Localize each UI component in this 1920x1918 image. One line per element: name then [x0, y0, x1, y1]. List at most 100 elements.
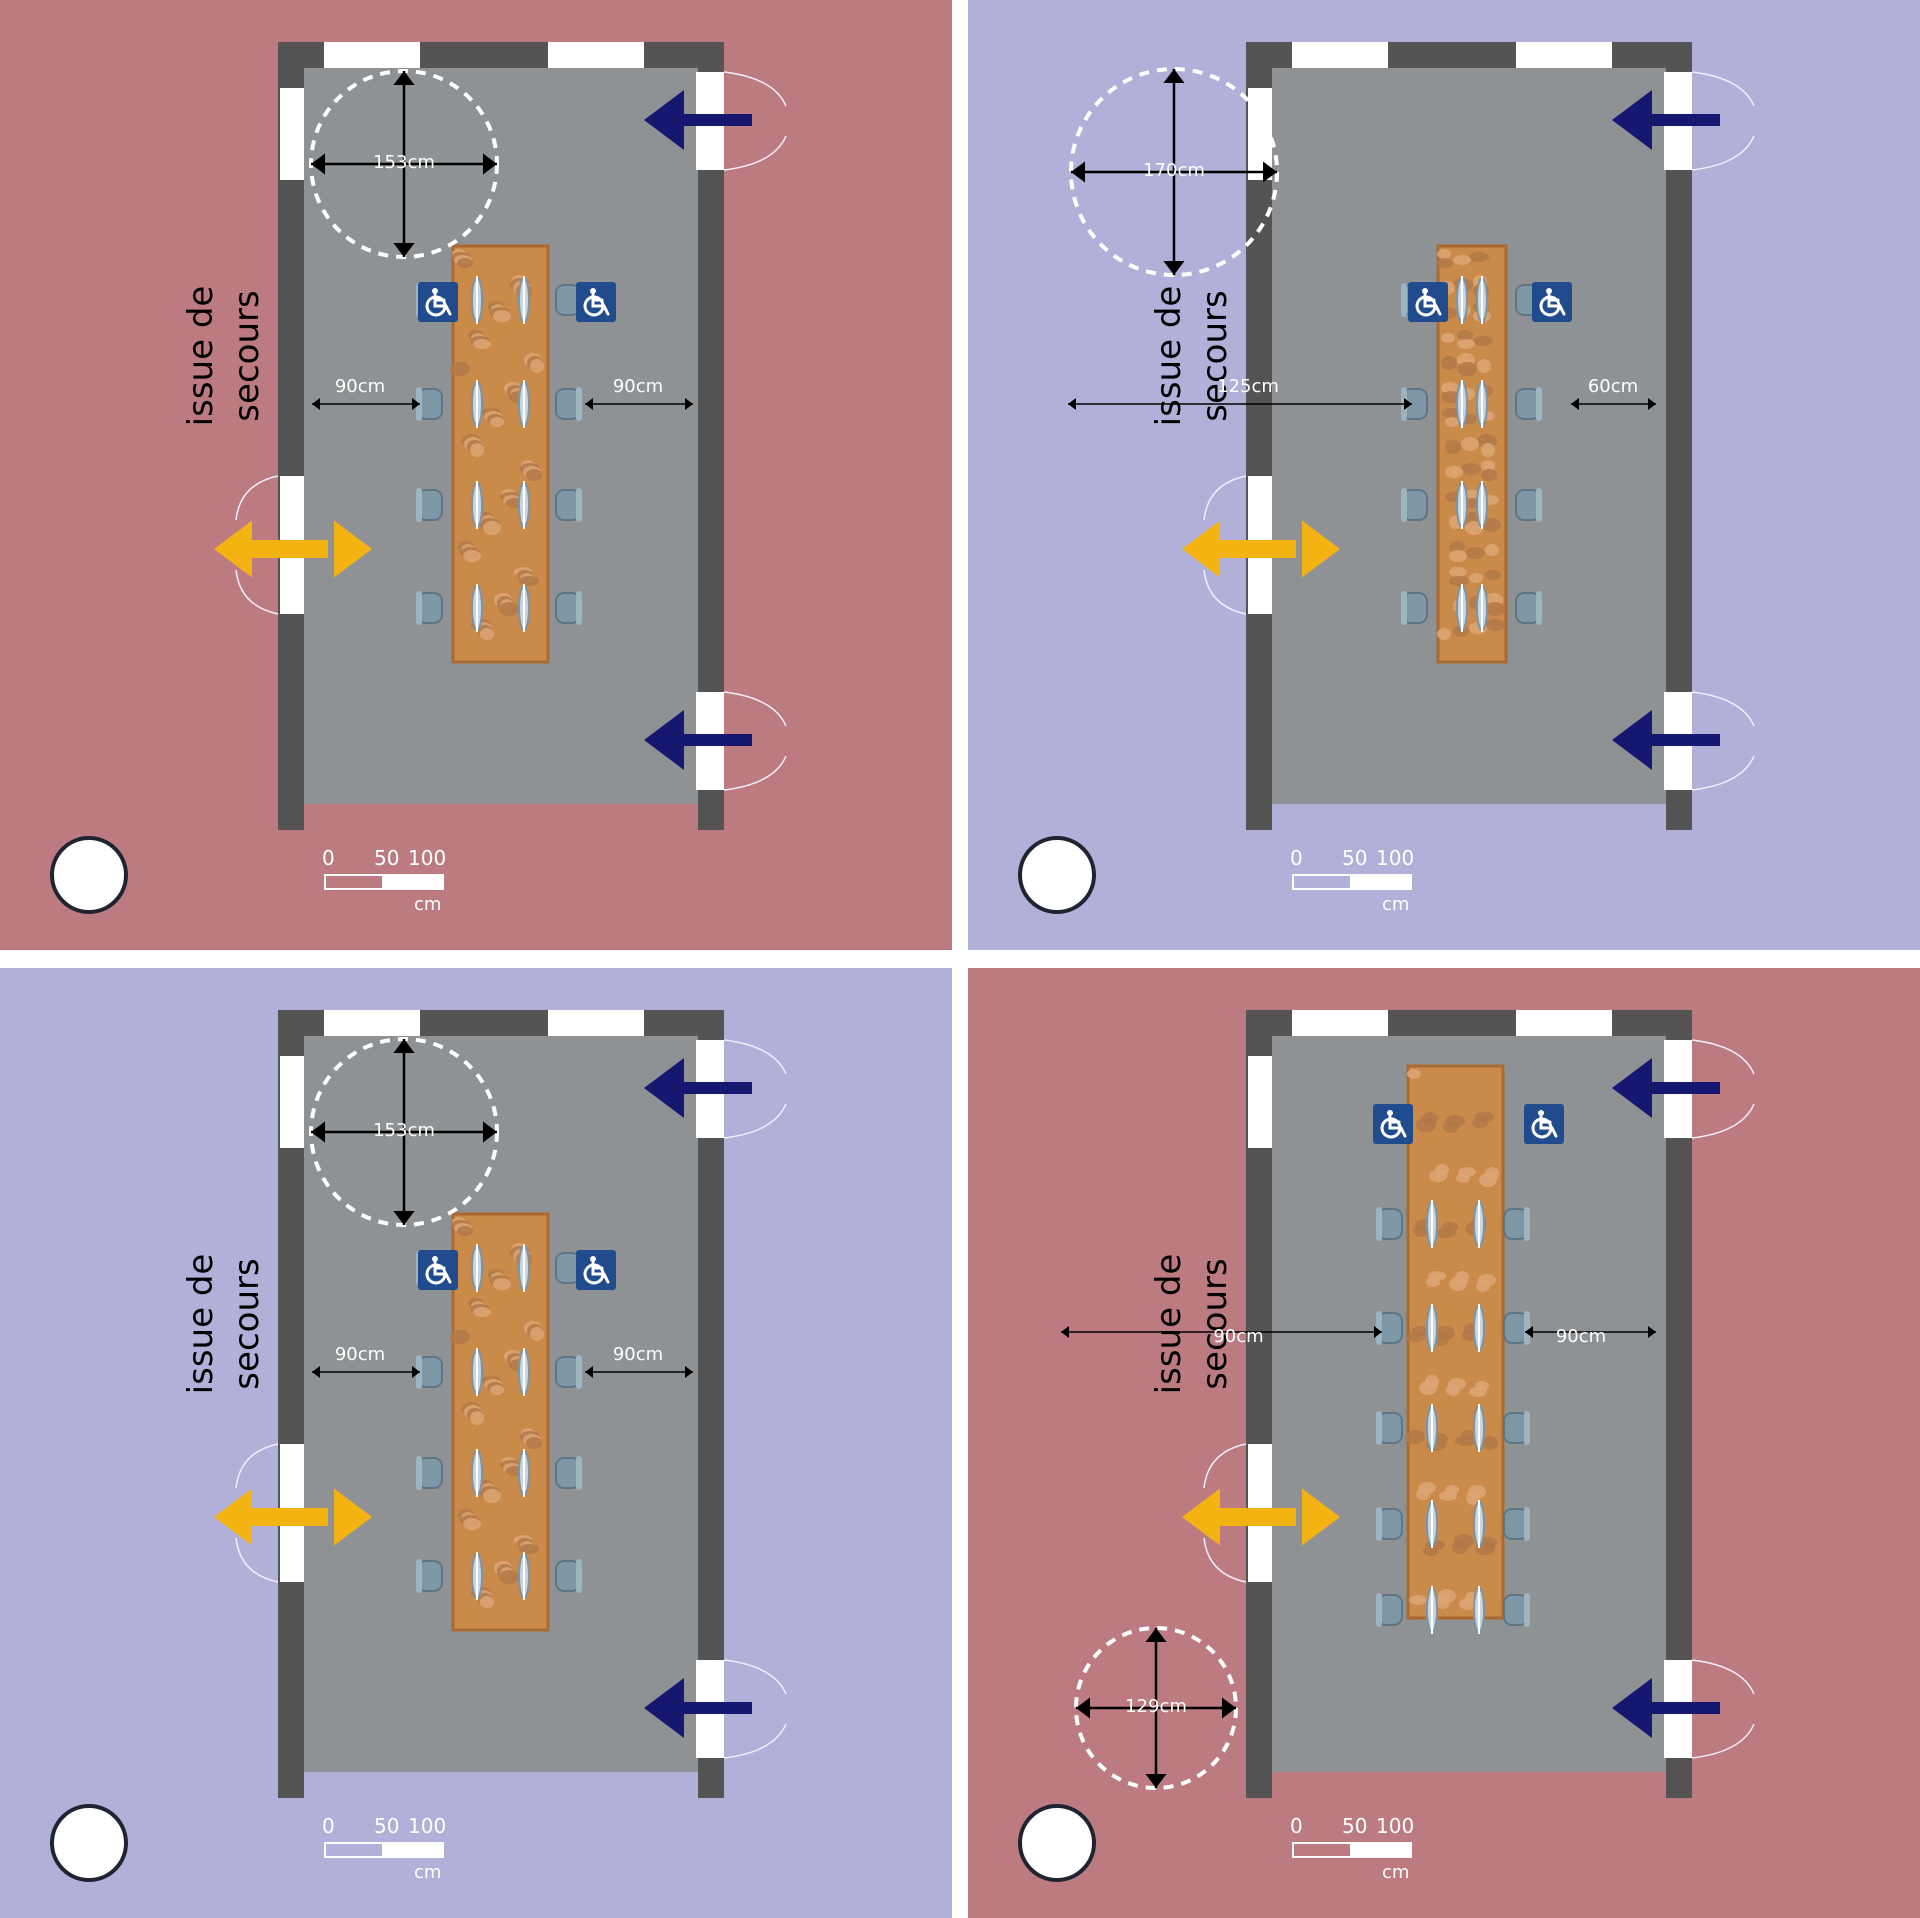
- scale-unit-label: cm: [414, 894, 442, 915]
- chair-icon: [555, 1456, 582, 1490]
- door-swing: [723, 691, 787, 727]
- chair-icon: [1515, 591, 1542, 625]
- scale-tick-label: 100: [1376, 846, 1415, 870]
- place-setting-icon: [1473, 1304, 1485, 1352]
- chair-icon: [1376, 1507, 1403, 1541]
- chair-icon: [555, 1355, 582, 1389]
- scale-tick-label: 0: [322, 1814, 335, 1838]
- turning-circle-label: 129cm: [1125, 1696, 1187, 1717]
- place-setting-icon: [1473, 1404, 1485, 1452]
- turning-dimension: [311, 1039, 497, 1225]
- door-swing: [235, 475, 279, 521]
- navy-arrow-icon: [644, 90, 752, 150]
- right-clearance-line: [585, 398, 693, 410]
- turning-circle-label: 153cm: [373, 152, 435, 173]
- door-swing: [723, 1103, 787, 1139]
- double-arrow-icon: [1182, 520, 1340, 578]
- place-setting-icon: [471, 1552, 483, 1600]
- door-swing: [723, 135, 787, 171]
- left-clearance-label: 90cm: [334, 1344, 386, 1365]
- turning-dimension: [1071, 69, 1277, 275]
- double-arrow-icon: [1182, 1488, 1340, 1546]
- scale-tick-label: 50: [374, 1814, 400, 1838]
- scale-tick-label: 100: [408, 1814, 447, 1838]
- door-swing: [723, 1723, 787, 1759]
- navy-arrow-icon: [1612, 1678, 1720, 1738]
- window: [280, 1056, 304, 1148]
- place-setting-icon: [1426, 1304, 1438, 1352]
- scale-unit-label: cm: [414, 1862, 442, 1883]
- window: [1516, 42, 1612, 68]
- window: [548, 1010, 644, 1036]
- chair-icon: [555, 591, 582, 625]
- wheelchair-icon: [418, 282, 458, 322]
- chair-icon: [1515, 387, 1542, 421]
- place-setting-icon: [471, 481, 483, 529]
- chair-icon: [1503, 1311, 1530, 1345]
- floor-plan-drawing: [968, 968, 1920, 1918]
- window: [1248, 1056, 1272, 1148]
- double-arrow-icon: [214, 520, 372, 578]
- window: [1292, 42, 1388, 68]
- navy-arrow-icon: [1612, 710, 1720, 770]
- exit-label: issue de secours: [1149, 1253, 1235, 1395]
- place-setting-icon: [518, 481, 530, 529]
- room-bottom-gap: [1272, 1772, 1666, 1812]
- door-swing: [723, 1039, 787, 1075]
- door-swing: [1691, 71, 1755, 107]
- left-clearance-line: [312, 398, 420, 410]
- scale-tick-label: 50: [1342, 1814, 1368, 1838]
- window: [1292, 1010, 1388, 1036]
- door-swing: [235, 1537, 279, 1583]
- left-clearance-label: 90cm: [334, 376, 386, 397]
- chair-icon: [1401, 591, 1428, 625]
- place-setting-icon: [1456, 276, 1468, 324]
- wheelchair-icon: [576, 282, 616, 322]
- place-setting-icon: [518, 584, 530, 632]
- window: [1516, 1010, 1612, 1036]
- turning-circle-label: 170cm: [1143, 160, 1205, 181]
- door-swing: [1691, 1659, 1755, 1695]
- door-swing: [1691, 755, 1755, 791]
- door-swing: [1691, 691, 1755, 727]
- place-setting-icon: [1473, 1586, 1485, 1634]
- scale-tick-label: 50: [374, 846, 400, 870]
- window: [324, 42, 420, 68]
- wheelchair-icon: [1408, 282, 1448, 322]
- door-swing: [723, 71, 787, 107]
- right-clearance-line: [1525, 1326, 1656, 1338]
- door-swing: [723, 755, 787, 791]
- place-setting-icon: [1473, 1500, 1485, 1548]
- scale-bar: [1292, 1842, 1412, 1858]
- exit-label: issue de secours: [181, 1253, 267, 1395]
- navy-arrow-icon: [644, 1678, 752, 1738]
- door-swing: [235, 569, 279, 615]
- door-swing: [1203, 475, 1247, 521]
- scale-bar: [1292, 874, 1412, 890]
- door-swing: [235, 1443, 279, 1489]
- exit-label: issue de secours: [1149, 285, 1235, 427]
- window: [324, 1010, 420, 1036]
- place-setting-icon: [1476, 276, 1488, 324]
- place-setting-icon: [1456, 584, 1468, 632]
- table: [451, 244, 550, 664]
- chair-icon: [1376, 1593, 1403, 1627]
- floor-plan-drawing: [968, 0, 1920, 950]
- chair-icon: [555, 1559, 582, 1593]
- place-setting-icon: [471, 584, 483, 632]
- scale-tick-label: 0: [322, 846, 335, 870]
- door-swing: [1203, 1443, 1247, 1489]
- window: [1248, 88, 1272, 180]
- turning-circle-label: 153cm: [373, 1120, 435, 1141]
- chair-icon: [1376, 1411, 1403, 1445]
- scale-tick-label: 0: [1290, 1814, 1303, 1838]
- double-arrow-icon: [214, 1488, 372, 1546]
- place-setting-icon: [471, 276, 483, 324]
- scale-tick-label: 50: [1342, 846, 1368, 870]
- scale-bar: [324, 1842, 444, 1858]
- turning-dimension: [311, 71, 497, 257]
- place-setting-icon: [1426, 1200, 1438, 1248]
- chair-icon: [416, 1559, 443, 1593]
